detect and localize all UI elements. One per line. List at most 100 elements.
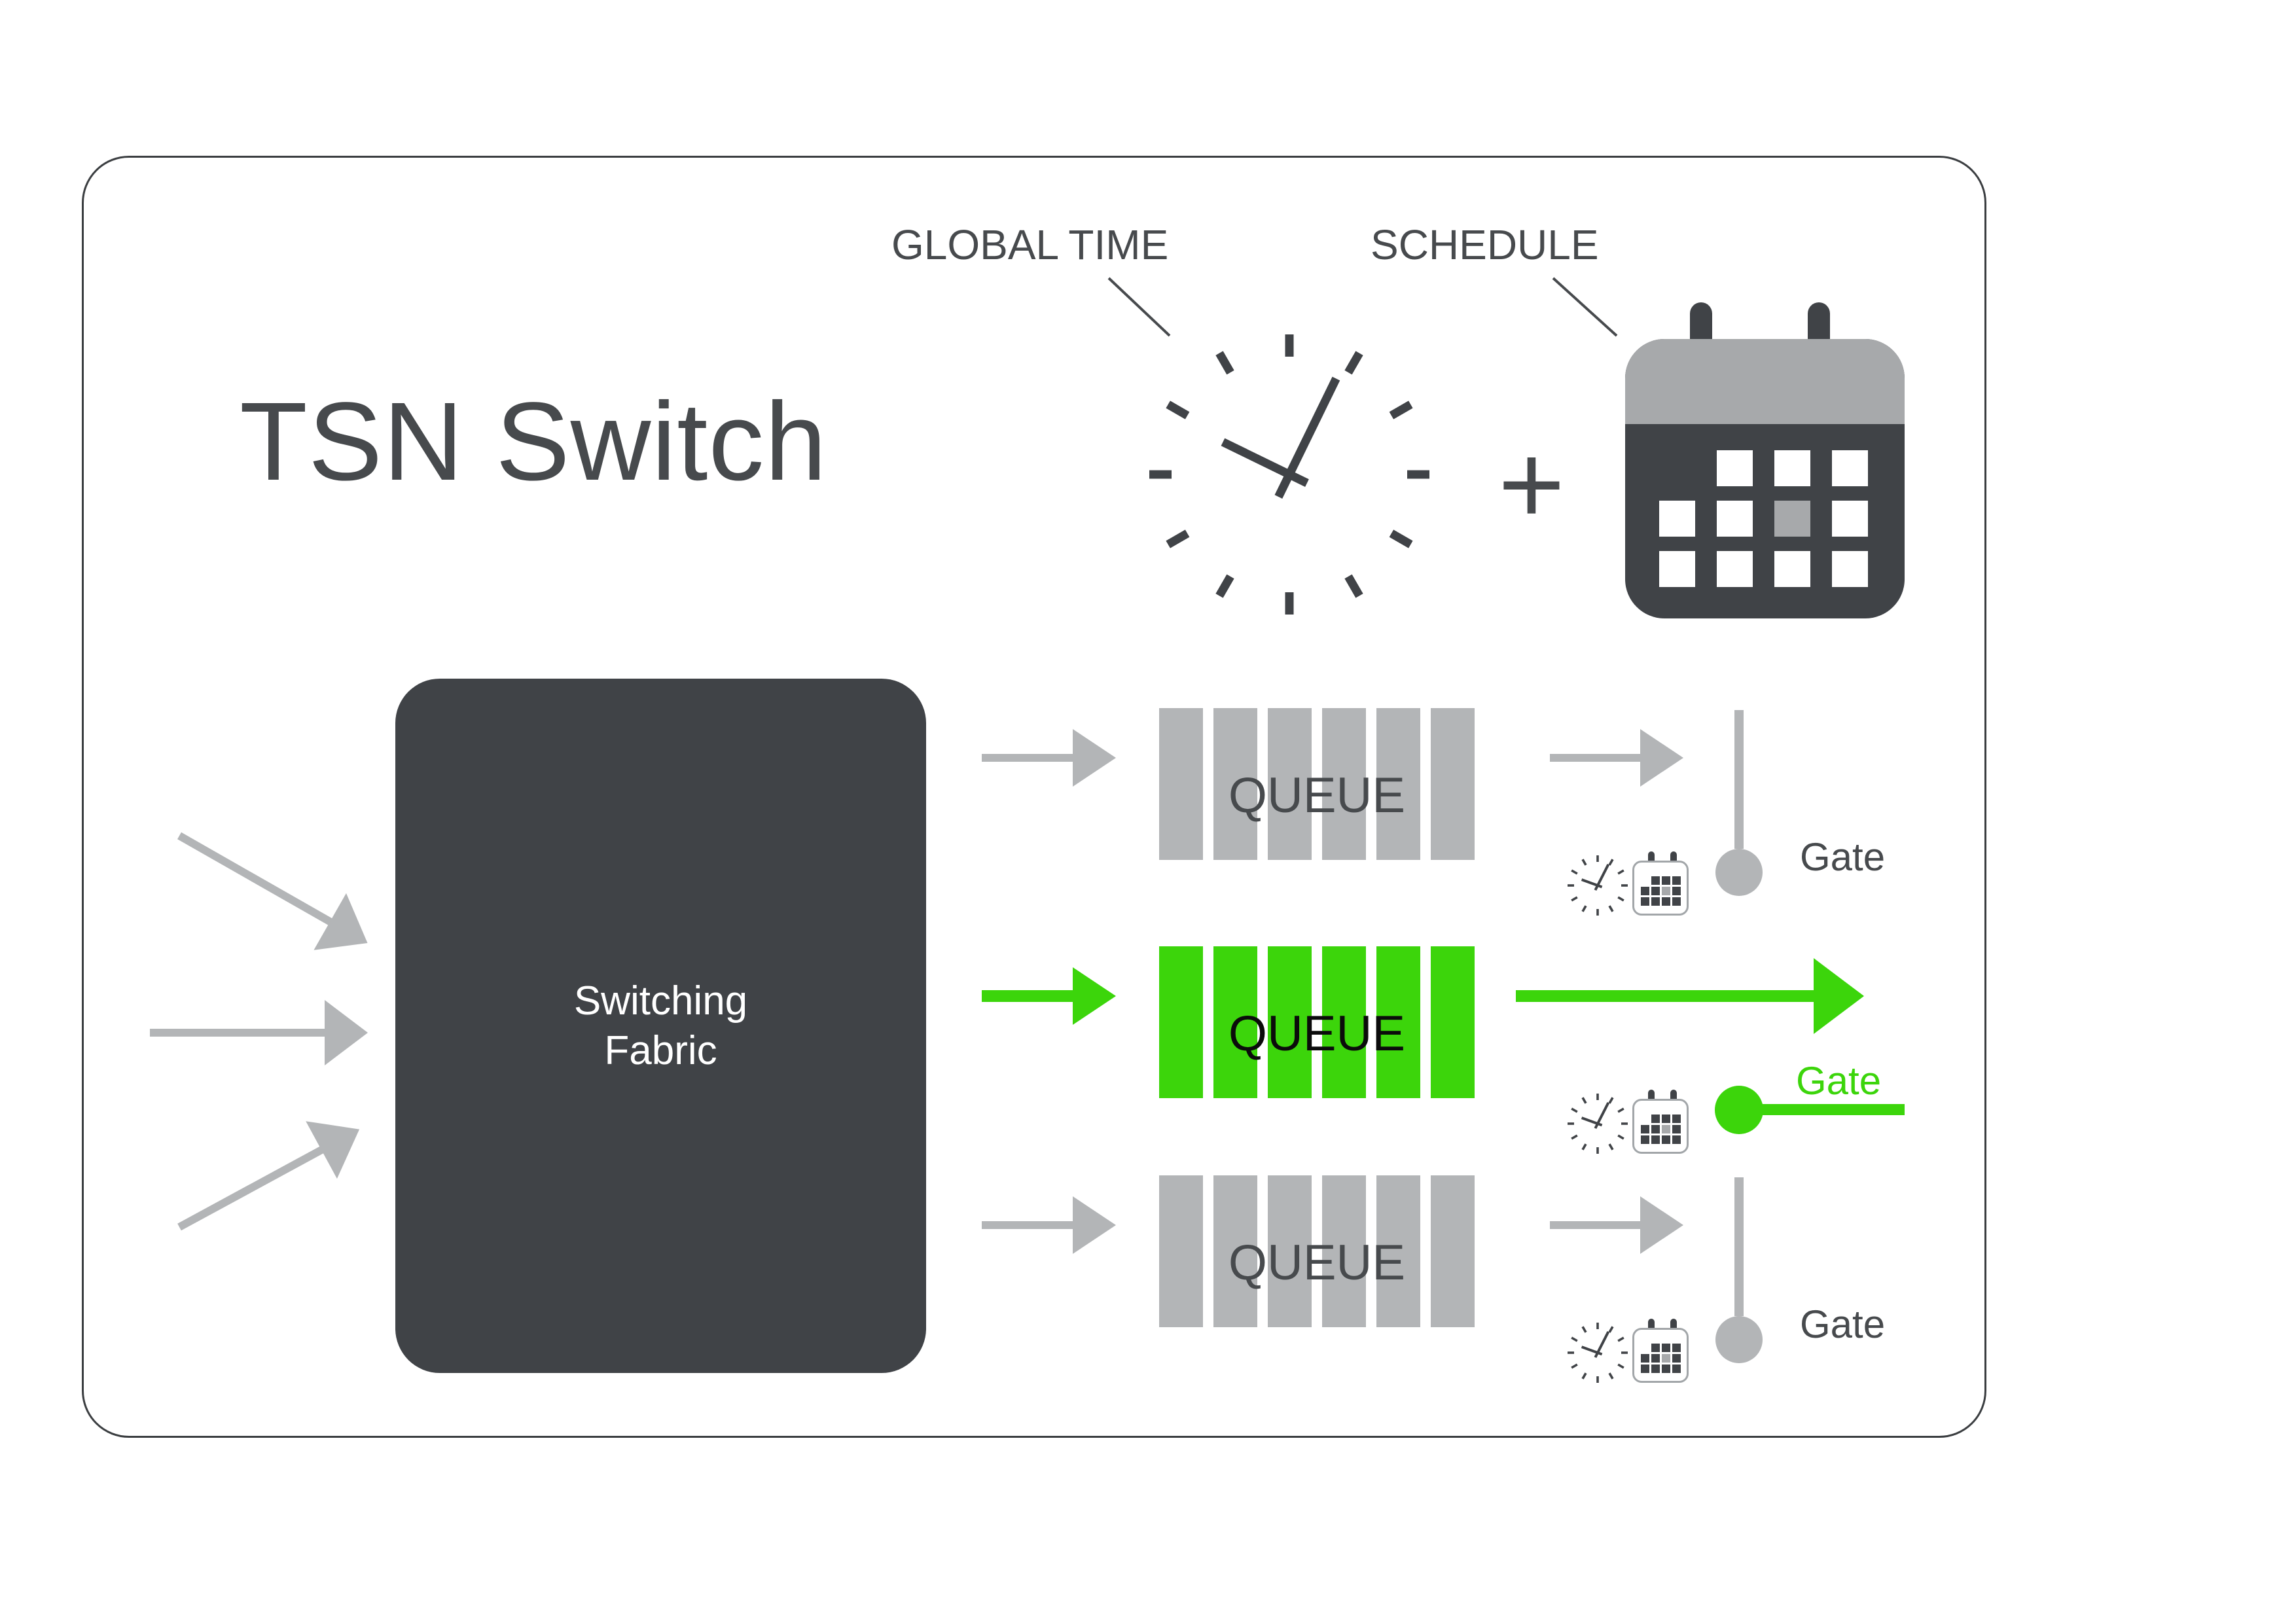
calendar-cell	[1662, 1135, 1670, 1144]
queue-bar	[1213, 946, 1257, 1098]
calendar-header	[1625, 339, 1905, 424]
queue-bar	[1159, 1175, 1203, 1327]
gate-label-middle: Gate	[1796, 1059, 1882, 1103]
calendar-cell	[1672, 1344, 1681, 1352]
calendar-cell	[1641, 1354, 1649, 1363]
calendar-pin	[1670, 1090, 1677, 1107]
queue-label-middle: QUEUE	[1228, 1006, 1406, 1061]
calendar-cell	[1672, 1125, 1681, 1133]
calendar-pin	[1648, 1090, 1655, 1107]
calendar-cell	[1832, 450, 1868, 486]
calendar-cell	[1651, 1354, 1660, 1363]
calendar-cell-highlighted	[1662, 1354, 1670, 1363]
queue-bar	[1213, 1175, 1257, 1327]
queue-top	[1159, 708, 1475, 860]
label-schedule: SCHEDULE	[1371, 221, 1599, 268]
switching-fabric: Switching Fabric	[395, 679, 926, 1373]
arrow-head	[1640, 1196, 1683, 1254]
arrow-shaft	[1516, 990, 1816, 1002]
calendar-cell	[1832, 501, 1868, 537]
calendar-cell	[1717, 551, 1753, 587]
calendar-cell	[1641, 887, 1649, 895]
gate-label-bottom: Gate	[1800, 1302, 1886, 1346]
clock-icon	[1568, 1323, 1628, 1383]
arrow-head	[325, 1000, 368, 1065]
calendar-icon	[1625, 302, 1905, 618]
calendar-cell	[1662, 1344, 1670, 1352]
gate-bar-middle-open	[1761, 1104, 1905, 1115]
calendar-grid	[1641, 876, 1681, 906]
gate-label-top: Gate	[1800, 835, 1886, 879]
queue-middle	[1159, 946, 1475, 1098]
queue-label-top: QUEUE	[1228, 768, 1406, 823]
plus-sign: +	[1498, 420, 1566, 548]
gate-ball-top	[1715, 849, 1763, 896]
gate-ball-bottom	[1715, 1316, 1763, 1363]
queue-bar	[1322, 946, 1366, 1098]
arrow-head	[1073, 1196, 1116, 1254]
calendar-pin	[1648, 1319, 1655, 1336]
calendar-cell	[1659, 551, 1695, 587]
queue-bar	[1268, 708, 1312, 860]
queue-bar	[1376, 1175, 1420, 1327]
queue-bar	[1431, 946, 1475, 1098]
calendar-cell	[1672, 876, 1681, 885]
queue-bar	[1159, 946, 1203, 1098]
calendar-cell	[1659, 501, 1695, 537]
clock-icon	[1149, 334, 1429, 615]
calendar-cell	[1832, 551, 1868, 587]
calendar-cell	[1662, 876, 1670, 885]
queue-bar	[1322, 1175, 1366, 1327]
calendar-cell	[1774, 551, 1810, 587]
queue-bar	[1431, 708, 1475, 860]
arrow-shaft	[982, 754, 1075, 762]
queue-bar	[1431, 1175, 1475, 1327]
calendar-cell	[1717, 450, 1753, 486]
calendar-cell	[1672, 897, 1681, 906]
arrow-head	[1640, 729, 1683, 787]
calendar-cell	[1662, 897, 1670, 906]
hour-hand	[1221, 438, 1309, 487]
calendar-icon	[1632, 1319, 1691, 1385]
queue-bar	[1268, 946, 1312, 1098]
calendar-pin	[1670, 851, 1677, 868]
calendar-pin	[1670, 1319, 1677, 1336]
queue-bar	[1213, 708, 1257, 860]
calendar-cell	[1662, 1115, 1670, 1123]
arrow-shaft	[982, 1221, 1075, 1229]
calendar-cell	[1641, 897, 1649, 906]
queue-bar	[1376, 946, 1420, 1098]
calendar-grid	[1659, 450, 1868, 587]
gate-stem-bottom	[1734, 1177, 1744, 1316]
calendar-grid	[1641, 1115, 1681, 1144]
calendar-cell	[1672, 1354, 1681, 1363]
queue-bar	[1268, 1175, 1312, 1327]
calendar-cell	[1651, 1344, 1660, 1352]
queue-bar	[1322, 708, 1366, 860]
gate-ball-middle	[1715, 1086, 1763, 1134]
gate-stem-top	[1734, 710, 1744, 849]
queue-bottom	[1159, 1175, 1475, 1327]
calendar-cell-highlighted	[1662, 887, 1670, 895]
calendar-grid	[1641, 1344, 1681, 1373]
switching-fabric-label: Switching Fabric	[573, 978, 748, 1073]
arrow-shaft	[982, 990, 1075, 1002]
clock-icon	[1568, 1094, 1628, 1154]
calendar-cell	[1672, 1115, 1681, 1123]
calendar-cell	[1717, 501, 1753, 537]
queue-bar	[1159, 708, 1203, 860]
arrow-shaft	[1550, 754, 1643, 762]
calendar-cell-highlighted	[1774, 501, 1810, 537]
queue-bar	[1376, 708, 1420, 860]
calendar-cell	[1651, 1135, 1660, 1144]
arrow-shaft	[150, 1029, 327, 1037]
label-global-time: GLOBAL TIME	[891, 221, 1169, 268]
calendar-cell	[1651, 1125, 1660, 1133]
diagram-frame	[82, 156, 1986, 1438]
calendar-cell	[1672, 1364, 1681, 1373]
calendar-cell	[1651, 1115, 1660, 1123]
calendar-cell	[1672, 887, 1681, 895]
calendar-cell	[1641, 1364, 1649, 1373]
arrow-head	[1814, 958, 1864, 1034]
calendar-cell	[1662, 1364, 1670, 1373]
